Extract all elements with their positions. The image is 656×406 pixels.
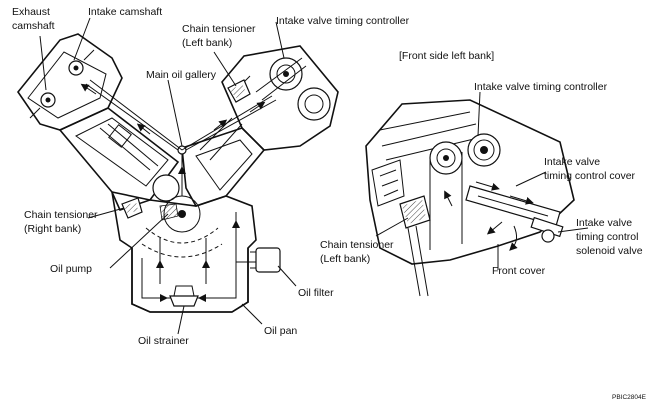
detail-chain-tensioner bbox=[399, 195, 431, 297]
label-exhaust-camshaft-1: Exhaust bbox=[12, 6, 50, 18]
leader-lines-right bbox=[375, 91, 589, 270]
front-left-bank-detail bbox=[365, 91, 589, 297]
label-timing-control-cover-2: timing control cover bbox=[544, 170, 636, 182]
label-chain-tensioner-right-bank-2: (Right bank) bbox=[24, 223, 81, 235]
leader-lines-left bbox=[39, 17, 297, 335]
label-chain-tensioner-left-bank-detail-2: (Left bank) bbox=[320, 253, 370, 265]
label-intake-valve-timing-controller-detail: Intake valve timing controller bbox=[474, 81, 608, 93]
label-timing-control-cover-1: Intake valve bbox=[544, 156, 600, 168]
detail-head-outline bbox=[365, 99, 575, 265]
v-engine-cross-section bbox=[17, 17, 339, 335]
label-front-side-left-bank: [Front side left bank] bbox=[399, 50, 494, 62]
chain-tensioner-left-bank bbox=[227, 79, 251, 103]
label-oil-pan: Oil pan bbox=[264, 325, 297, 337]
label-oil-filter: Oil filter bbox=[298, 287, 334, 299]
label-exhaust-camshaft-2: camshaft bbox=[12, 20, 55, 32]
label-solenoid-valve-3: solenoid valve bbox=[576, 245, 643, 257]
detail-timing-controller bbox=[429, 133, 501, 250]
right-bank-block bbox=[181, 117, 266, 207]
label-solenoid-valve-1: Intake valve bbox=[576, 217, 632, 229]
label-front-cover: Front cover bbox=[492, 265, 546, 277]
oil-strainer bbox=[169, 285, 199, 307]
oil-flow-arrows bbox=[80, 83, 266, 302]
label-intake-valve-timing-controller: Intake valve timing controller bbox=[276, 15, 410, 27]
label-oil-strainer: Oil strainer bbox=[138, 335, 189, 347]
labels: Exhaust camshaft Intake camshaft Chain t… bbox=[12, 6, 647, 401]
detail-solenoid-valve bbox=[530, 216, 564, 243]
chain-tensioner-right-bank bbox=[121, 197, 143, 219]
label-chain-tensioner-left-bank-1: Chain tensioner bbox=[182, 23, 256, 35]
detail-timing-control-cover bbox=[465, 185, 561, 227]
label-main-oil-gallery: Main oil gallery bbox=[146, 69, 217, 81]
left-cylinder-head bbox=[17, 33, 123, 131]
label-solenoid-valve-2: timing control bbox=[576, 231, 638, 243]
detail-oil-flow-arrows bbox=[444, 181, 534, 251]
label-chain-tensioner-left-bank-2: (Left bank) bbox=[182, 37, 232, 49]
label-chain-tensioner-left-bank-detail-1: Chain tensioner bbox=[320, 239, 394, 251]
figure-code: PBIC2804E bbox=[612, 394, 647, 401]
oil-filter bbox=[250, 247, 281, 273]
label-oil-pump: Oil pump bbox=[50, 263, 92, 275]
right-cylinder-head bbox=[221, 45, 339, 151]
crankcase bbox=[111, 174, 257, 313]
label-chain-tensioner-right-bank-1: Chain tensioner bbox=[24, 209, 98, 221]
label-intake-camshaft: Intake camshaft bbox=[88, 6, 162, 18]
